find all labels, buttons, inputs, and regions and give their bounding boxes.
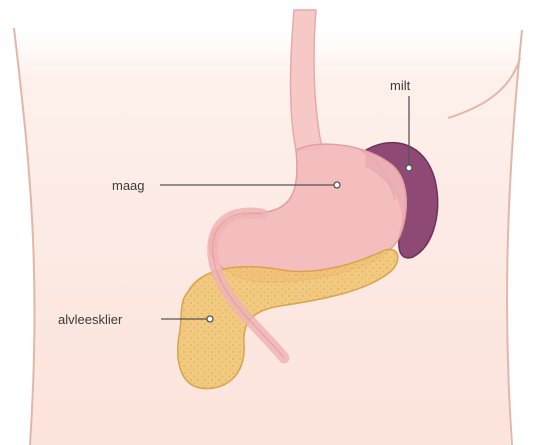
leader-dot-maag <box>334 182 340 188</box>
label-alvleesklier: alvleesklier <box>58 313 122 326</box>
leader-dot-alvleesklier <box>207 316 213 322</box>
label-milt: milt <box>390 79 410 92</box>
label-maag: maag <box>112 179 145 192</box>
leader-dot-milt <box>406 165 412 171</box>
